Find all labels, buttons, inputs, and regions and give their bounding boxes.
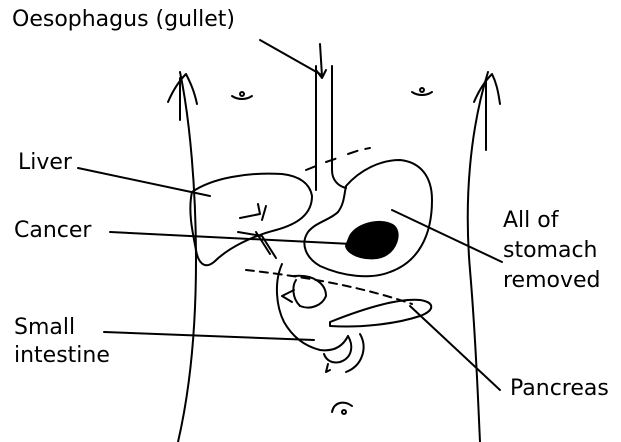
stomach-removed-label: All of stomach removed	[503, 206, 601, 296]
small-intestine-label: Small intestine	[14, 314, 110, 370]
body-outline	[168, 72, 500, 442]
stomach-removed-label-line-1: All of	[503, 206, 601, 236]
cancer-mass	[346, 222, 398, 258]
stomach-removed-label-line-2: stomach	[503, 236, 601, 266]
small-intestine-label-line-1: Small	[14, 314, 110, 342]
liver	[190, 174, 312, 266]
pancreas-label: Pancreas	[510, 376, 609, 402]
oesophagus	[316, 44, 346, 190]
leader-lines	[78, 40, 502, 390]
stomach-removed-label-line-3: removed	[503, 266, 601, 296]
cancer-label: Cancer	[14, 218, 91, 244]
pancreas	[246, 270, 431, 327]
oesophagus-label: Oesophagus (gullet)	[12, 7, 235, 33]
small-intestine-label-line-2: intestine	[14, 342, 110, 370]
liver-label: Liver	[18, 150, 72, 176]
